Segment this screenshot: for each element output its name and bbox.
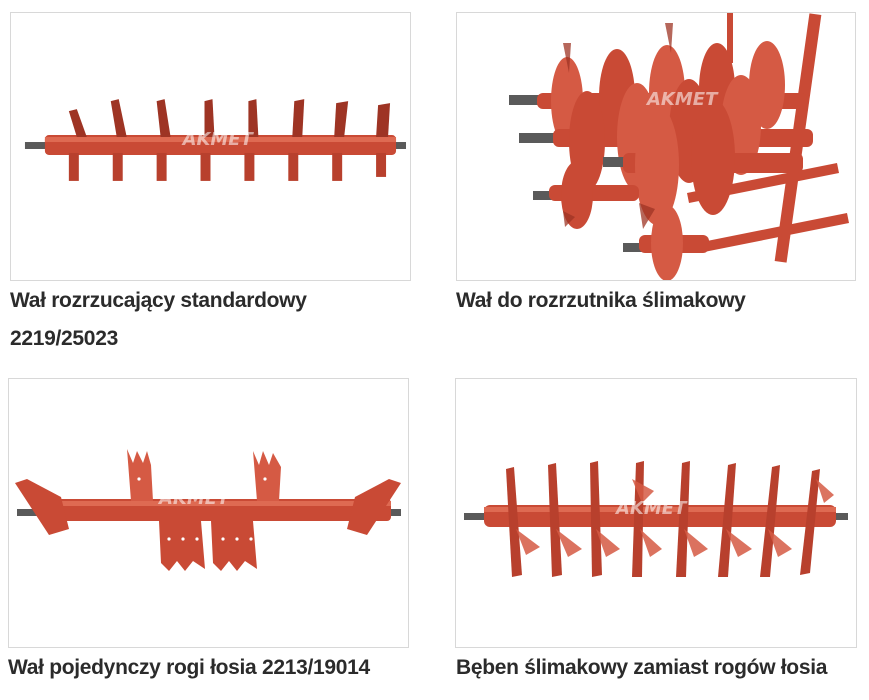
watermark: AKMET (181, 129, 255, 150)
spreader-shaft-moose-horns-icon: AKMET (15, 449, 401, 571)
product-title-line: Bęben ślimakowy zamiast rogów łosia (456, 656, 828, 679)
product-image[interactable]: AKMET (455, 378, 857, 648)
product-image[interactable]: AKMET (10, 12, 411, 281)
product-image[interactable]: AKMET (8, 378, 409, 648)
spreader-shaft-auger-set-icon: AKMET (509, 13, 849, 280)
product-title[interactable]: Bęben ślimakowy zamiast rogów łosia (456, 649, 866, 687)
watermark: AKMET (645, 89, 719, 110)
product-title[interactable]: Wał pojedynczy rogi łosia 2213/19014 (8, 649, 428, 687)
product-title-line: Wał pojedynczy rogi łosia 2213/19014 (8, 656, 370, 679)
product-title-line: Wał rozrzucający standardowy (10, 289, 307, 312)
spreader-shaft-standard-icon: AKMET (24, 99, 407, 181)
product-title-line: Wał do rozrzutnika ślimakowy (456, 289, 746, 312)
product-image[interactable]: AKMET (456, 12, 856, 281)
product-title[interactable]: Wał rozrzucający standardowy 2219/25023 (10, 282, 410, 358)
auger-drum-icon: AKMET (464, 461, 848, 577)
watermark: AKMET (614, 498, 688, 519)
product-title[interactable]: Wał do rozrzutnika ślimakowy (456, 282, 856, 320)
watermark: AKMET (157, 488, 231, 509)
product-title-line: 2219/25023 (10, 327, 118, 350)
